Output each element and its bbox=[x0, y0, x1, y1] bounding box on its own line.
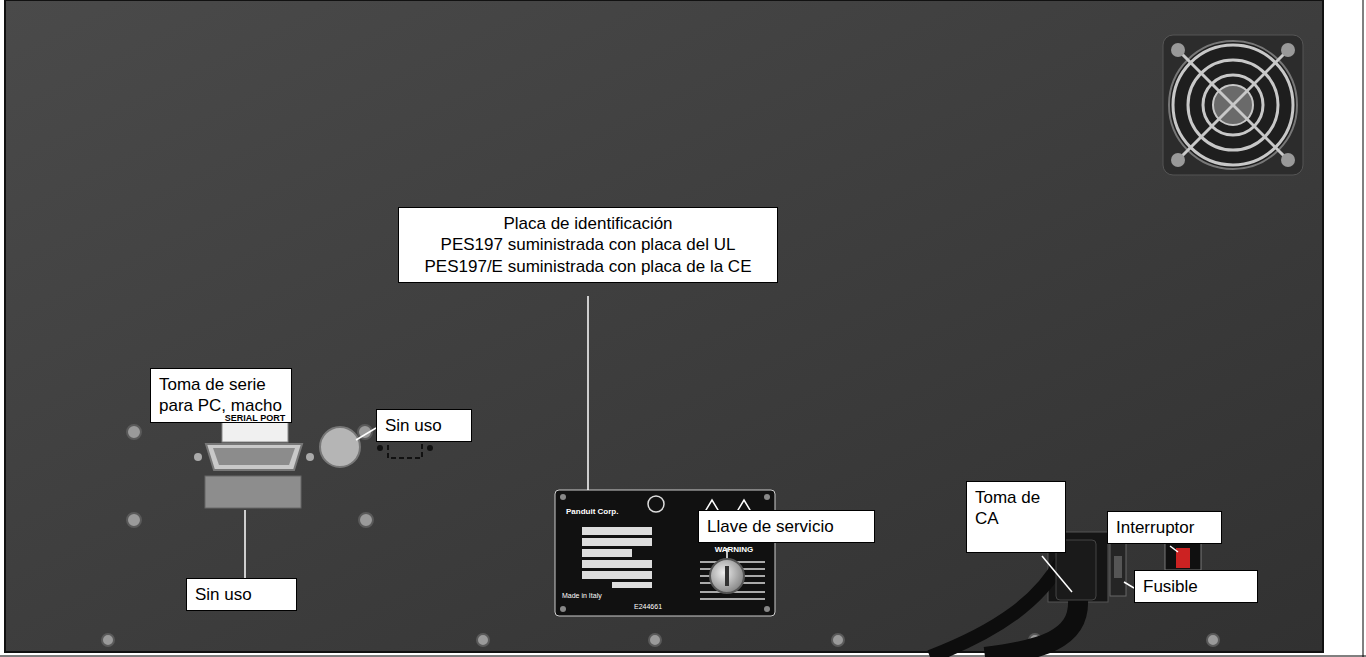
maker-label: Panduit Corp. bbox=[566, 508, 646, 517]
callout-text: Llave de servicio bbox=[707, 516, 866, 537]
callout-text: Placa de identificación bbox=[407, 213, 769, 234]
callout-text: PES197 suministrada con placa del UL bbox=[407, 234, 769, 255]
serial-connector bbox=[194, 412, 314, 508]
callout-box: Sin uso bbox=[186, 578, 297, 611]
callout-text: Fusible bbox=[1143, 576, 1249, 597]
warning-label: WARNING bbox=[704, 546, 764, 555]
callout-box: Sin uso bbox=[376, 409, 472, 442]
callout-box: Fusible bbox=[1134, 570, 1258, 603]
frame-line bbox=[0, 656, 1366, 657]
callout-box: Llave de servicio bbox=[698, 510, 875, 543]
frame-line bbox=[1363, 0, 1364, 657]
leader-lines bbox=[245, 296, 1178, 592]
cooling-fan bbox=[1163, 35, 1303, 175]
callout-text: Sin uso bbox=[385, 415, 463, 436]
callout-text: Toma de CA bbox=[975, 487, 1057, 530]
nameplate bbox=[555, 490, 775, 616]
blank-plug bbox=[320, 427, 360, 467]
callout-text: PES197/E suministrada con placa de la CE bbox=[407, 256, 769, 277]
callout-box: Interruptor bbox=[1107, 511, 1222, 544]
callout-text: Toma de serie para PC, macho bbox=[159, 374, 283, 417]
file-number: E244661 bbox=[634, 603, 684, 611]
callout-box: Toma de CA bbox=[966, 481, 1066, 553]
screws bbox=[102, 425, 1219, 646]
callout-box: Placa de identificaciónPES197 suministra… bbox=[398, 207, 778, 283]
port-label: SERIAL PORT bbox=[224, 414, 286, 424]
callout-text: Interruptor bbox=[1116, 517, 1213, 538]
callout-text: Sin uso bbox=[195, 584, 288, 605]
origin-label: Made in Italy bbox=[562, 592, 622, 600]
rear-panel bbox=[5, 0, 1323, 652]
service-key bbox=[710, 559, 744, 593]
